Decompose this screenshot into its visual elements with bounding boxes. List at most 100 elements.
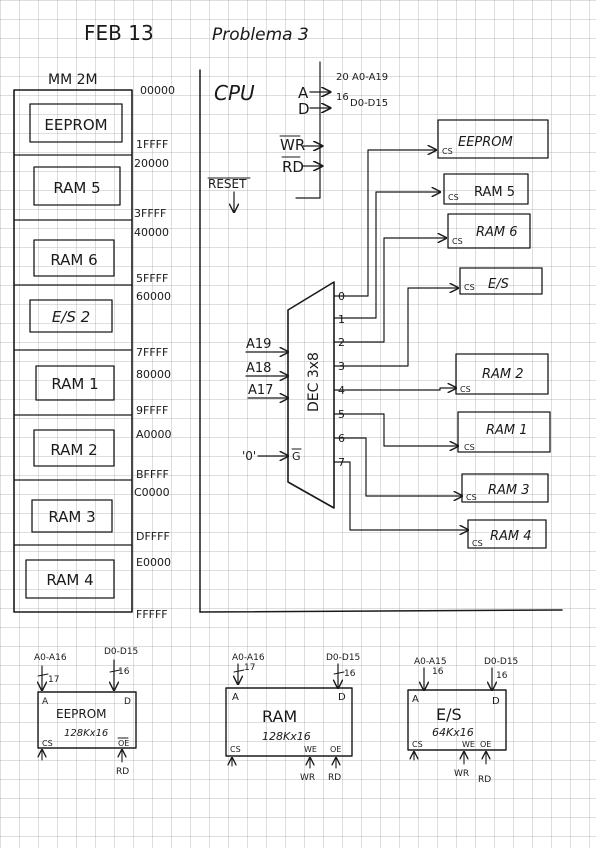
chip-cs: CS: [452, 237, 463, 246]
detail-es: A0-A15 16 D0-D15 16 A D E/S 64Kx16 CS WE…: [407, 657, 518, 785]
detail-oe: OE: [480, 740, 491, 749]
cpu-pin-rd: RD: [282, 158, 304, 176]
address-label: 3FFFF: [134, 207, 166, 220]
detail-rd: RD: [328, 773, 341, 783]
cpu-data-width: 16: [336, 92, 349, 103]
detail-pin-d: D: [492, 696, 500, 707]
detail-rd: RD: [478, 775, 491, 785]
mm-block-label: RAM 1: [51, 375, 98, 393]
detail-chip-box: [407, 689, 507, 751]
address-label: FFFFF: [136, 608, 168, 621]
detail-oe: OE: [118, 739, 129, 748]
mm-block-ram4: [25, 559, 115, 599]
decoder-input-a17: A17: [248, 383, 273, 398]
detail-we: WE: [462, 740, 475, 749]
memory-map-title: MM 2M: [48, 72, 98, 88]
chip-es: [459, 267, 543, 295]
chip-ram5: [443, 173, 529, 205]
date-label: FEB 13: [84, 21, 154, 45]
decoder-enable-pin: G: [292, 450, 301, 463]
detail-cs: CS: [42, 739, 53, 748]
detail-addr: A0-A16: [232, 653, 265, 663]
cpu-addr-width: 20: [336, 72, 349, 83]
mm-block-ram6: [33, 239, 115, 277]
cpu-pin-wr: WR: [280, 136, 305, 154]
chip-cs: CS: [466, 493, 477, 502]
detail-data-bits: 16: [344, 669, 356, 679]
decoder-input-a18: A18: [246, 361, 271, 376]
detail-name: RAM: [262, 707, 297, 726]
detail-addr: A0-A16: [34, 653, 67, 663]
detail-pin-d: D: [124, 697, 131, 707]
detail-ram: A0-A16 17 D0-D15 16 A D RAM 128Kx16 CS W…: [225, 653, 360, 783]
address-label: DFFFF: [136, 530, 170, 543]
chip-ram2: [455, 353, 549, 395]
mm-block-ram1: [35, 365, 115, 401]
detail-data: D0-D15: [326, 653, 360, 663]
address-labels: 00000 1FFFF 20000 3FFFF 40000 5FFFF 6000…: [134, 84, 175, 621]
detail-data: D0-D15: [104, 647, 138, 657]
detail-pin-a: A: [412, 694, 419, 705]
address-label: 40000: [134, 226, 169, 239]
detail-cs: CS: [412, 740, 423, 749]
address-label: 7FFFF: [136, 346, 168, 359]
detail-wr: WR: [300, 773, 315, 783]
mm-block-label: RAM 3: [48, 508, 95, 526]
detail-addr-bits: 16: [432, 667, 444, 677]
address-label: 5FFFF: [136, 272, 168, 285]
mm-block-label: RAM 2: [50, 441, 97, 459]
mm-block-ram3: [31, 499, 113, 533]
detail-pin-a: A: [42, 697, 49, 707]
chip-cs: CS: [472, 539, 483, 548]
chip-cs: CS: [460, 385, 471, 394]
chip-label: RAM 4: [490, 529, 532, 544]
address-label: 60000: [136, 290, 171, 303]
mm-block-label: RAM 4: [46, 571, 93, 589]
detail-name: EEPROM: [56, 707, 107, 721]
decoder-enable-signal: '0': [242, 449, 256, 463]
detail-oe: OE: [330, 745, 341, 754]
address-label: 20000: [134, 157, 169, 170]
chip-eeprom: [437, 119, 549, 159]
detail-data-bits: 16: [496, 671, 508, 681]
chip-label: RAM 6: [476, 225, 518, 240]
chip-label: RAM 5: [474, 185, 515, 200]
address-label: A0000: [136, 428, 172, 441]
detail-addr-bits: 17: [244, 663, 255, 673]
chip-cs: CS: [464, 283, 475, 292]
address-label: 9FFFF: [136, 404, 168, 417]
chip-label: EEPROM: [458, 135, 513, 150]
decoder-output: 1: [338, 313, 345, 326]
chip-cs: CS: [464, 443, 475, 452]
detail-addr: A0-A15: [414, 657, 447, 667]
detail-eeprom: A0-A16 17 D0-D15 16 A D EEPROM 128Kx16 C…: [34, 647, 138, 777]
chip-column: EEPROM CS RAM 5 CS RAM 6 CS E/S CS RAM 2…: [437, 119, 551, 549]
detail-data-bits: 16: [118, 667, 130, 677]
decoder-3x8: [287, 281, 335, 509]
detail-pin-d: D: [338, 692, 346, 703]
chip-label: E/S: [488, 277, 509, 292]
mm-block-ram5: [33, 166, 121, 206]
detail-pin-a: A: [232, 692, 239, 703]
chip-ram4: [467, 519, 547, 549]
chip-ram1: [457, 411, 551, 453]
address-label: 1FFFF: [136, 138, 168, 151]
detail-addr-bits: 17: [48, 675, 59, 685]
cpu-label: CPU: [214, 81, 255, 105]
reset-label: RESET: [208, 177, 247, 191]
mm-block-label: EEPROM: [44, 116, 107, 134]
decoder-input-a19: A19: [246, 337, 271, 352]
cpu-addr-range: A0-A19: [352, 72, 388, 83]
detail-size: 128Kx16: [262, 730, 311, 743]
mm-block-label: RAM 6: [50, 251, 97, 269]
cpu-pin-a: A: [298, 84, 309, 102]
address-label: BFFFF: [136, 468, 169, 481]
cpu-data-range: D0-D15: [350, 98, 388, 109]
address-label: 00000: [140, 84, 175, 97]
mm-block-eeprom: [29, 103, 123, 143]
chip-cs: CS: [448, 193, 459, 202]
mm-block-es2: [29, 299, 113, 333]
detail-we: WE: [304, 745, 317, 754]
chip-ram3: [461, 473, 549, 503]
